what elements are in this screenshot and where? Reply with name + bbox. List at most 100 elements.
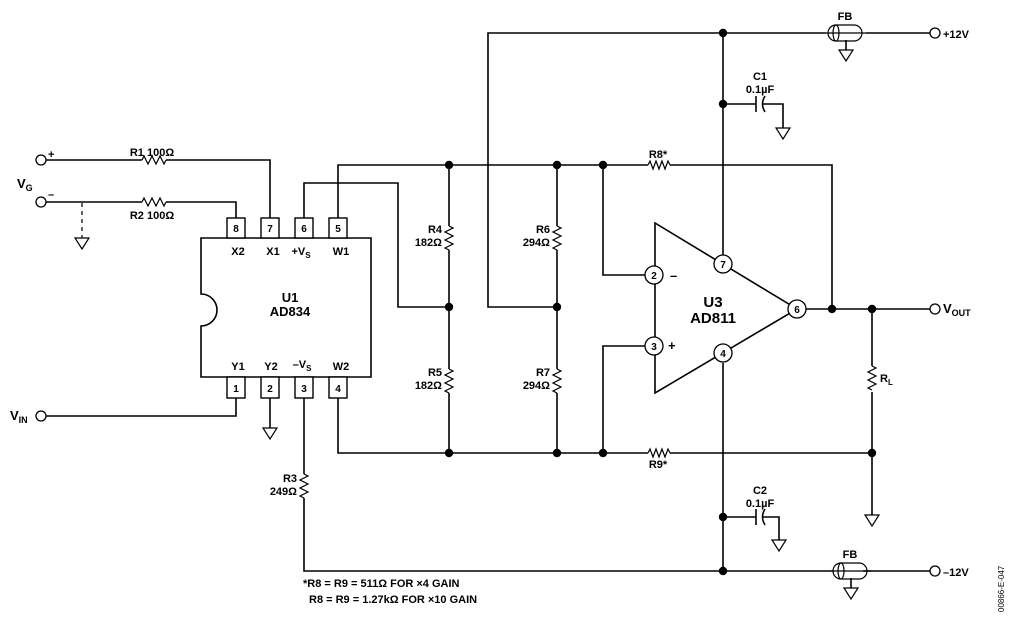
fb-top-label: FB bbox=[838, 11, 853, 23]
r8-label: R8* bbox=[649, 149, 668, 161]
u1-pin-3 bbox=[294, 376, 314, 399]
u3-name: U3 bbox=[703, 294, 722, 311]
r9-resistor bbox=[647, 447, 671, 459]
ferrite-bead-bottom bbox=[831, 562, 871, 580]
u1-pin-2-number: 2 bbox=[267, 384, 273, 395]
labels: + – VG VIN VOUT +12V –12V RL R1 100Ω R2 … bbox=[10, 11, 1006, 612]
c2-value: 0.1µF bbox=[746, 498, 775, 510]
u1-pin-4 bbox=[328, 376, 348, 399]
u1-pin-5-number: 5 bbox=[335, 224, 341, 235]
c2-capacitor bbox=[755, 508, 766, 526]
r4-name: R4 bbox=[428, 224, 443, 236]
junction-dots bbox=[444, 28, 877, 576]
u1-pin-1-number: 1 bbox=[233, 384, 239, 395]
ground-icon bbox=[261, 427, 279, 441]
u1-pin-4-number: 4 bbox=[335, 384, 341, 395]
r7-resistor bbox=[551, 368, 563, 394]
figure-code: 00866-E-047 bbox=[997, 565, 1006, 612]
ferrite-bead-top bbox=[826, 24, 866, 42]
c1-value: 0.1µF bbox=[746, 84, 775, 96]
vg-plus-sign: + bbox=[48, 149, 54, 161]
u1-pin-label-w2: W2 bbox=[333, 361, 350, 373]
r6-value: 294Ω bbox=[523, 237, 550, 249]
u1-pin-1 bbox=[226, 376, 246, 399]
u3-pin-3-number: 3 bbox=[651, 342, 657, 353]
note-line-1: *R8 = R9 = 511Ω FOR ×4 GAIN bbox=[303, 578, 460, 590]
r7-value: 294Ω bbox=[523, 380, 550, 392]
vg-minus-sign: – bbox=[48, 189, 54, 201]
r1-label: R1 100Ω bbox=[130, 147, 174, 159]
vg-label: VG bbox=[17, 176, 33, 193]
r5-name: R5 bbox=[428, 367, 442, 379]
r5-resistor bbox=[443, 368, 455, 394]
vg-minus-terminal bbox=[35, 196, 47, 208]
rl-resistor bbox=[866, 365, 878, 391]
capacitors bbox=[755, 95, 766, 526]
fb-bottom-label: FB bbox=[843, 549, 858, 561]
ground-icon bbox=[842, 587, 860, 601]
r4-value: 182Ω bbox=[415, 237, 442, 249]
c1-name: C1 bbox=[753, 71, 767, 83]
u1-pin-6-number: 6 bbox=[301, 224, 307, 235]
terminals bbox=[35, 27, 941, 577]
u3-pin-7 bbox=[713, 254, 733, 274]
ground-icon bbox=[774, 127, 792, 141]
r8-resistor bbox=[647, 159, 671, 171]
u1-chip: 8 7 6 5 1 2 3 4 X2 X1 +VS W1 Y1 Y2 –VS W… bbox=[200, 217, 372, 399]
c2-name: C2 bbox=[753, 485, 767, 497]
u3-noninv-sign: + bbox=[668, 338, 676, 353]
u3-pin-4 bbox=[713, 343, 733, 363]
ground-icon bbox=[863, 514, 881, 528]
r6-resistor bbox=[551, 225, 563, 251]
u3-inv-sign: – bbox=[670, 268, 677, 283]
u1-pin-label-x2: X2 bbox=[231, 246, 244, 258]
vout-terminal bbox=[929, 303, 941, 315]
r3-name: R3 bbox=[283, 473, 297, 485]
resistors bbox=[141, 154, 878, 499]
r5-value: 182Ω bbox=[415, 380, 442, 392]
u1-pin-8 bbox=[226, 217, 246, 239]
vin-label: VIN bbox=[10, 408, 28, 425]
grounds bbox=[73, 49, 881, 601]
u1-pin-6 bbox=[294, 217, 314, 239]
u1-part: AD834 bbox=[270, 304, 311, 319]
u1-pin-2 bbox=[260, 376, 280, 399]
u3-pin-6-number: 6 bbox=[794, 305, 800, 316]
rl-label: RL bbox=[880, 373, 893, 387]
u3-pin-7-number: 7 bbox=[720, 260, 726, 271]
u3-part: AD811 bbox=[690, 310, 736, 327]
note-line-2: R8 = R9 = 1.27kΩ FOR ×10 GAIN bbox=[309, 594, 477, 606]
u1-pin-8-number: 8 bbox=[233, 224, 239, 235]
u3-pin-3 bbox=[644, 336, 664, 356]
r3-value: 249Ω bbox=[270, 486, 297, 498]
u1-pin-label-y2: Y2 bbox=[264, 361, 277, 373]
ground-icon bbox=[770, 539, 788, 553]
minus12-terminal bbox=[929, 565, 941, 577]
u1-pin-label-y1: Y1 bbox=[231, 361, 244, 373]
u3-opamp: 2 3 7 4 6 – + U3 AD811 bbox=[644, 221, 807, 395]
wires bbox=[46, 32, 930, 588]
u1-pin-3-number: 3 bbox=[301, 384, 307, 395]
u3-pin-6 bbox=[787, 299, 807, 319]
u3-pin-2 bbox=[644, 265, 664, 285]
r4-resistor bbox=[443, 225, 455, 251]
u3-pin-4-number: 4 bbox=[720, 349, 726, 360]
vout-label: VOUT bbox=[943, 301, 971, 318]
ground-icon bbox=[837, 49, 855, 63]
u1-pin-label-vs-pos: +VS bbox=[291, 246, 311, 260]
u3-pin-2-number: 2 bbox=[651, 271, 657, 282]
r2-resistor bbox=[141, 196, 167, 208]
r7-name: R7 bbox=[536, 367, 550, 379]
u1-pin-7-number: 7 bbox=[267, 224, 273, 235]
u1-name: U1 bbox=[282, 290, 299, 305]
r6-name: R6 bbox=[536, 224, 550, 236]
vin-terminal bbox=[35, 410, 47, 422]
r2-label: R2 100Ω bbox=[130, 210, 174, 222]
vg-plus-terminal bbox=[35, 154, 47, 166]
u1-pin-label-vs-neg: –VS bbox=[293, 359, 312, 373]
minus12-label: –12V bbox=[943, 567, 969, 579]
r3-resistor bbox=[298, 473, 310, 499]
plus12-terminal bbox=[929, 27, 941, 39]
r1-resistor bbox=[141, 154, 167, 166]
